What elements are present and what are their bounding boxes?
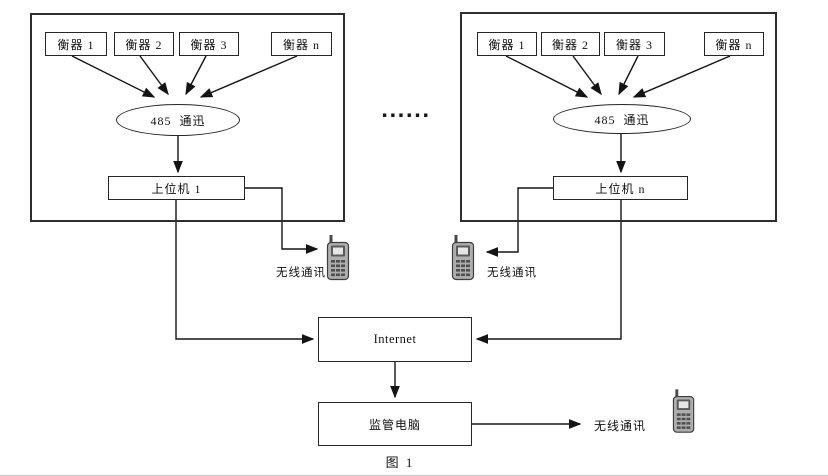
scale-box: 衡器 2 bbox=[541, 32, 600, 56]
scale-box: 衡器 n bbox=[271, 32, 332, 56]
scale-box: 衡器 3 bbox=[604, 32, 665, 56]
host-label: 上位机 1 bbox=[151, 181, 202, 196]
scale-box: 衡器 2 bbox=[114, 32, 174, 56]
scale-label: 衡器 3 bbox=[190, 37, 228, 52]
host-box: 上位机 n bbox=[553, 176, 688, 200]
scale-label: 衡器 2 bbox=[551, 37, 589, 52]
station-panel-n bbox=[460, 12, 777, 222]
scale-label: 衡器 1 bbox=[57, 37, 95, 52]
internet-box: Internet bbox=[318, 317, 472, 362]
bus-485-ellipse: 485 通迅 bbox=[553, 104, 691, 134]
wireless-label: 无线通讯 bbox=[276, 267, 326, 279]
host-label: 上位机 n bbox=[595, 181, 646, 196]
wireless-label: 无线通讯 bbox=[594, 419, 647, 433]
monitor-label: 监管电脑 bbox=[368, 417, 421, 432]
bus-label: 485 通迅 bbox=[150, 113, 206, 128]
internet-label: Internet bbox=[373, 332, 417, 346]
scale-box: 衡器 n bbox=[704, 32, 764, 56]
figure-caption: 图 1 bbox=[385, 455, 415, 470]
scale-label: 衡器 1 bbox=[488, 37, 526, 52]
scale-box: 衡器 3 bbox=[179, 32, 239, 56]
monitor-box: 监管电脑 bbox=[318, 402, 472, 446]
scale-label: 衡器 n bbox=[282, 37, 320, 52]
scale-label: 衡器 2 bbox=[125, 37, 163, 52]
scale-label: 衡器 n bbox=[715, 37, 753, 52]
scale-label: 衡器 3 bbox=[615, 37, 653, 52]
host-box: 上位机 1 bbox=[108, 176, 245, 200]
wireless-label: 无线通讯 bbox=[487, 267, 537, 279]
separator-dots: ...... bbox=[381, 100, 431, 122]
phone-icon bbox=[451, 235, 475, 281]
bus-label: 485 通迅 bbox=[594, 112, 650, 127]
phone-icon bbox=[672, 389, 695, 433]
bus-485-ellipse: 485 通迅 bbox=[116, 104, 240, 136]
phone-icon bbox=[326, 235, 350, 281]
scale-box: 衡器 1 bbox=[477, 32, 537, 56]
scale-box: 衡器 1 bbox=[45, 32, 107, 56]
station-panel-1 bbox=[30, 13, 345, 222]
